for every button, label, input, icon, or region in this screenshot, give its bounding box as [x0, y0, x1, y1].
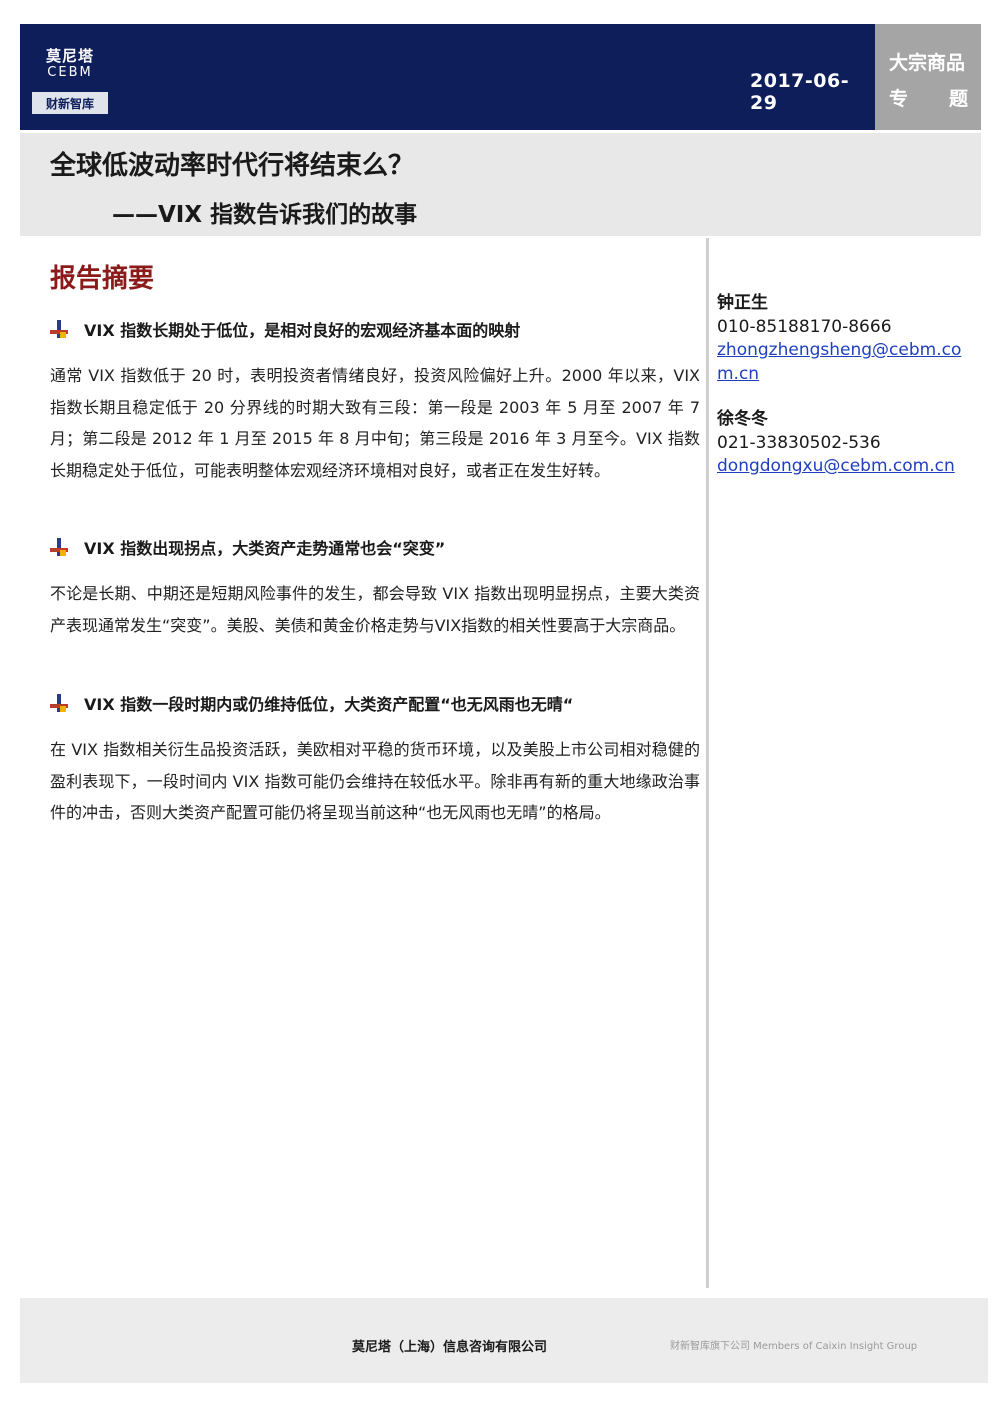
category-box: 大宗商品 专 题	[875, 24, 981, 130]
analyst-phone: 010-85188170-8666	[717, 316, 892, 337]
report-title: 全球低波动率时代行将结束么？	[50, 151, 415, 181]
category-label: 大宗商品	[889, 52, 966, 74]
logo-en-text: CEBM	[47, 65, 93, 80]
analyst-name: 钟正生	[717, 293, 768, 313]
analyst-phone: 021-33830502-536	[717, 432, 881, 453]
bullet-text: VIX 指数长期处于低位，是相对良好的宏观经济基本面的映射	[84, 321, 521, 340]
category-type-char-2: 题	[949, 88, 969, 110]
bullet-heading-1: VIX 指数长期处于低位，是相对良好的宏观经济基本面的映射	[50, 315, 520, 343]
analyst-name: 徐冬冬	[717, 409, 768, 429]
cebm-logo: 莫尼塔 CEBM 财新智库	[32, 36, 108, 116]
analyst-email-link[interactable]: zhongzhengsheng@cebm.com.cn	[717, 340, 962, 384]
analyst-email-link[interactable]: dongdongxu@cebm.com.cn	[717, 456, 955, 476]
report-subtitle: ——VIX 指数告诉我们的故事	[112, 202, 418, 228]
title-band: 全球低波动率时代行将结束么？ ——VIX 指数告诉我们的故事	[20, 133, 981, 236]
bullet-cross-icon	[50, 320, 68, 338]
category-type-char-1: 专	[889, 88, 909, 110]
bullet-text: VIX 指数出现拐点，大类资产走势通常也会“突变”	[84, 539, 446, 558]
column-divider	[706, 238, 709, 1288]
summary-paragraph-1: 通常 VIX 指数低于 20 时，表明投资者情绪良好，投资风险偏好上升。2000…	[50, 366, 700, 480]
logo-cn-text: 莫尼塔	[45, 47, 94, 65]
bullet-text: VIX 指数一段时期内或仍维持低位，大类资产配置“也无风雨也无晴“	[84, 695, 574, 714]
summary-heading: 报告摘要	[50, 264, 155, 294]
analyst-contact-2: 徐冬冬 021-33830502-536 dongdongxu@cebm.com…	[717, 408, 972, 479]
summary-paragraph-3: 在 VIX 指数相关衍生品投资活跃，美欧相对平稳的货币环境，以及美股上市公司相对…	[50, 740, 700, 822]
footer-group-note: 财新智库旗下公司 Members of Caixin Insight Group	[670, 1341, 918, 1352]
logo-sub-text: 财新智库	[32, 92, 108, 114]
logo-mark: 莫尼塔 CEBM	[32, 36, 108, 92]
analyst-contact-1: 钟正生 010-85188170-8666 zhongzhengsheng@ce…	[717, 292, 972, 386]
bullet-heading-2: VIX 指数出现拐点，大类资产走势通常也会“突变”	[50, 533, 445, 561]
summary-paragraph-2: 不论是长期、中期还是短期风险事件的发生，都会导致 VIX 指数出现明显拐点，主要…	[50, 584, 700, 635]
footer-company: 莫尼塔（上海）信息咨询有限公司	[352, 1340, 548, 1355]
bullet-cross-icon	[50, 694, 68, 712]
bullet-heading-3: VIX 指数一段时期内或仍维持低位，大类资产配置“也无风雨也无晴“	[50, 689, 573, 717]
header-band	[20, 24, 875, 130]
footer-band: 莫尼塔（上海）信息咨询有限公司 财新智库旗下公司 Members of Caix…	[20, 1298, 988, 1383]
report-date: 2017-06-29	[750, 70, 850, 114]
bullet-cross-icon	[50, 538, 68, 556]
